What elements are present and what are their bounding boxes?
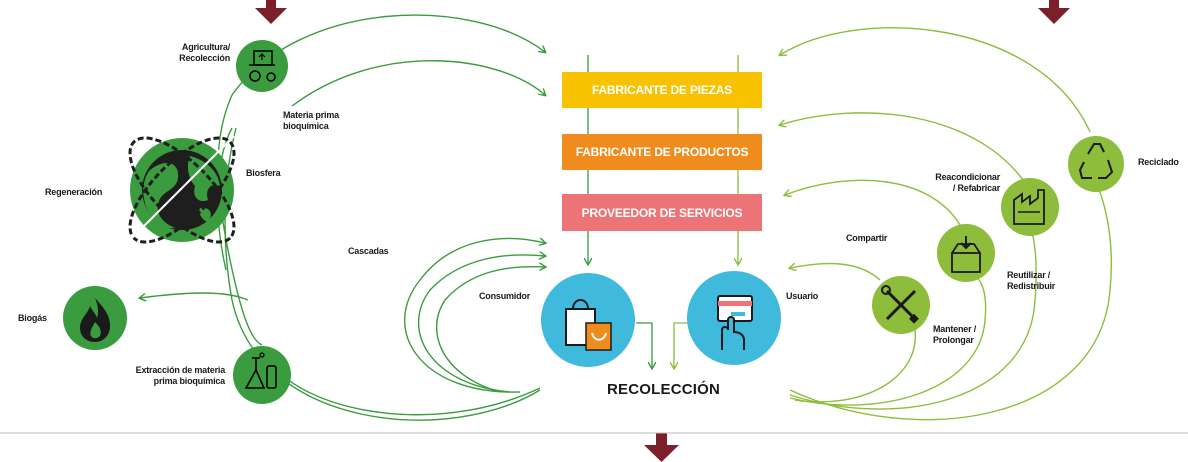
label-materia-prima: Materia prima bioquímica (283, 110, 339, 131)
label-agricultura: Agricultura/ Recolección (179, 42, 230, 63)
label-biogas: Biogás (18, 313, 47, 323)
label-mantener: Mantener / Prolongar (933, 324, 977, 345)
wrench-screwdriver-icon (872, 276, 930, 334)
globe-icon (128, 135, 236, 244)
label-compartir: Compartir (846, 233, 888, 243)
label-reacondicionar: Reacondicionar / Refabricar (935, 172, 1000, 193)
flask-icon (233, 346, 291, 404)
label-extraccion: Extracción de materia prima bioquímica (135, 365, 226, 386)
label-usuario: Usuario (786, 291, 819, 301)
flow-lines (588, 55, 738, 368)
card-payment-icon (687, 271, 781, 365)
title-recoleccion: RECOLECCIÓN (607, 381, 721, 398)
box-fabricante-productos: FABRICANTE DE PRODUCTOS (562, 134, 762, 170)
input-arrow-right (1038, 0, 1070, 24)
box-proveedor-servicios: PROVEEDOR DE SERVICIOS (562, 194, 762, 231)
label-reciclado: Reciclado (1138, 157, 1179, 167)
technical-loops (780, 27, 1112, 421)
box-fabricante-piezas: FABRICANTE DE PIEZAS (562, 72, 762, 108)
output-arrow-bottom (644, 433, 679, 462)
label-consumidor: Consumidor (479, 291, 530, 301)
input-arrow-left (255, 0, 287, 24)
label-regeneracion: Regeneración (45, 187, 103, 197)
shopping-bag-icon (541, 273, 635, 367)
tractor-icon (236, 40, 288, 92)
label-biosfera: Biosfera (246, 168, 281, 178)
factory-icon (1001, 178, 1059, 236)
label-cascadas: Cascadas (348, 246, 389, 256)
recycle-icon (1068, 136, 1124, 192)
label-reutilizar: Reutilizar / Redistribuir (1007, 270, 1056, 291)
box-icon (937, 224, 995, 282)
flame-icon (63, 286, 127, 350)
